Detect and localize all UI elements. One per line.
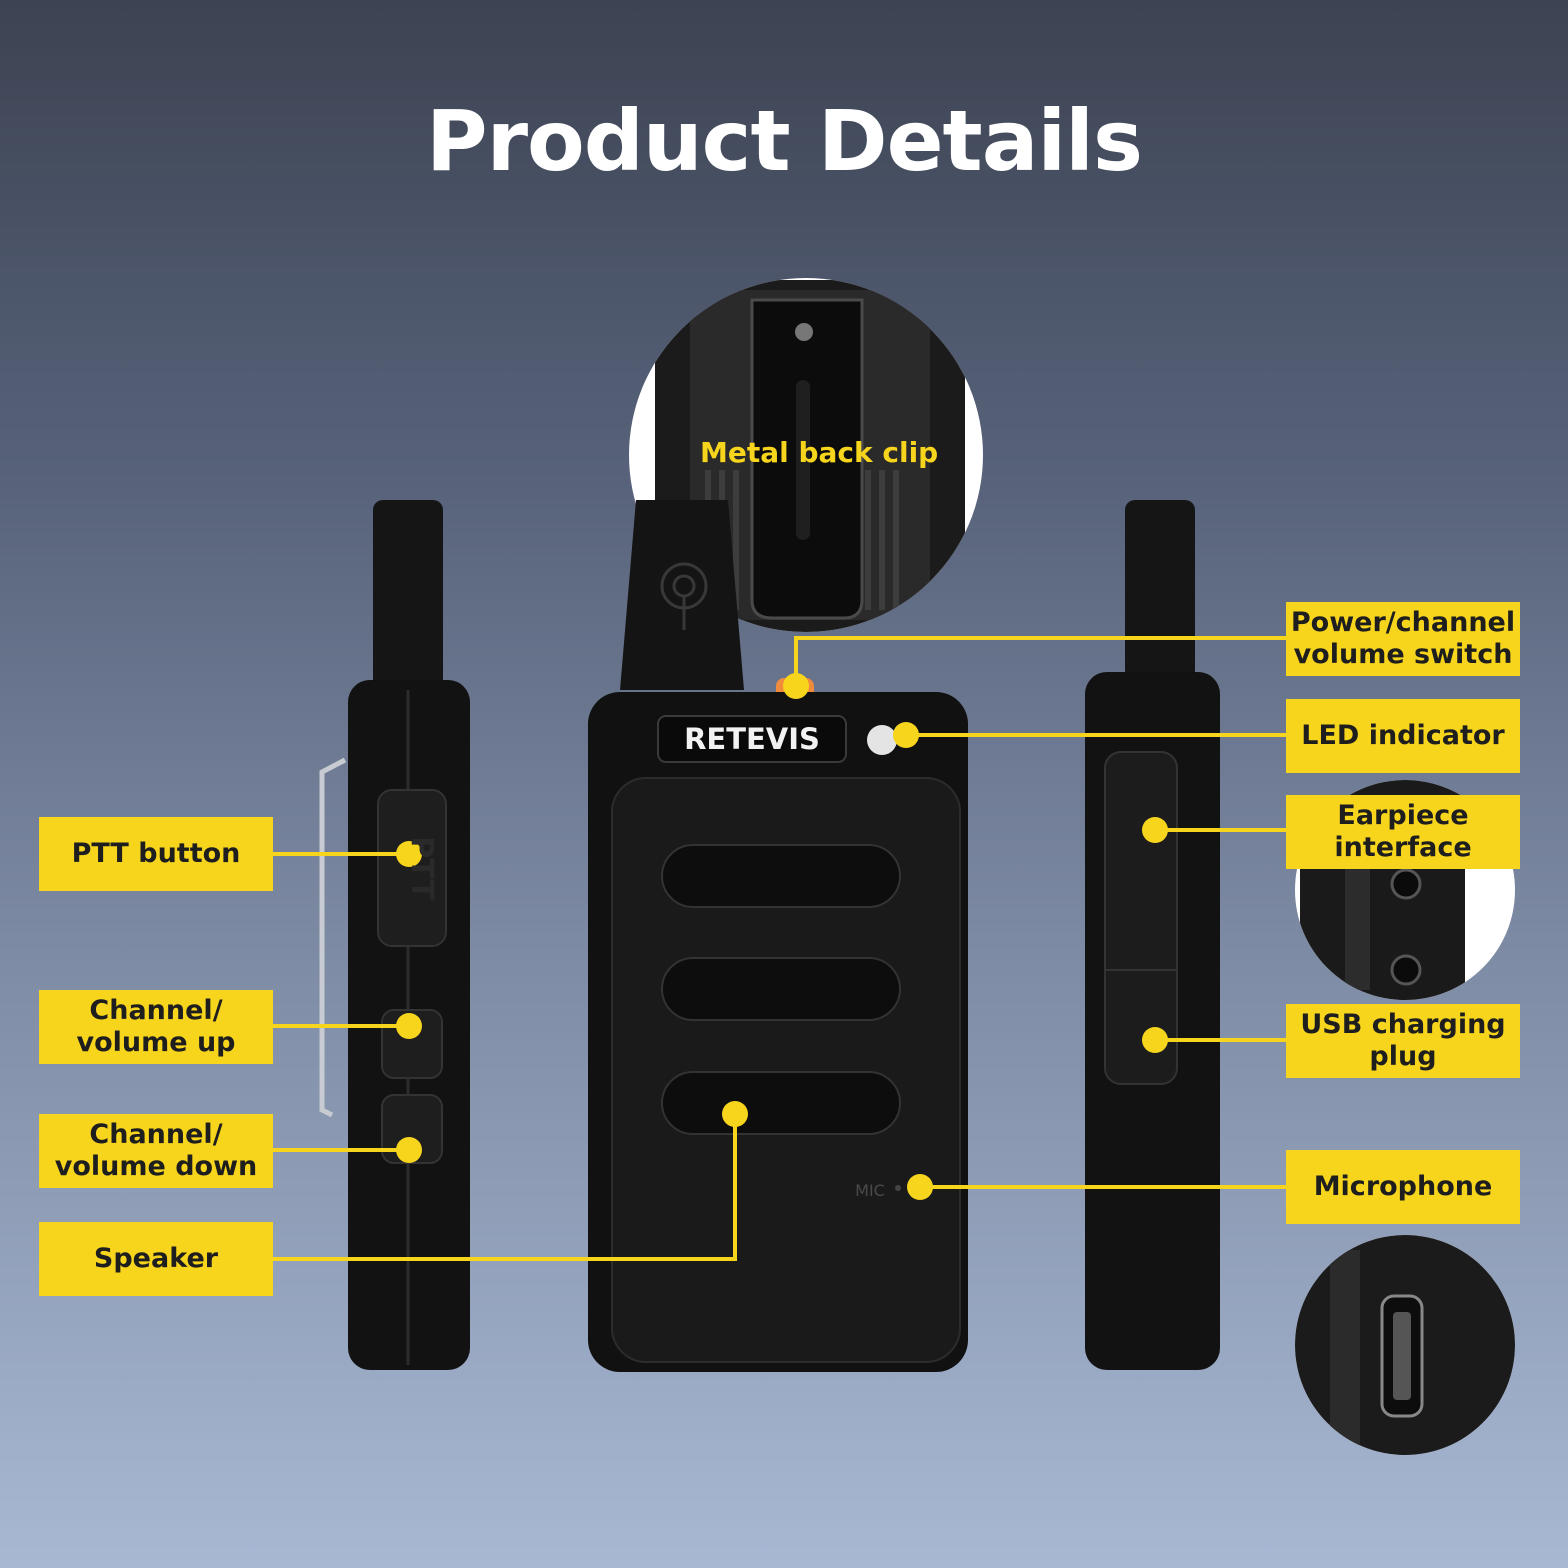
radio-side-left	[319, 500, 470, 1370]
power-switch-label: Power/channel volume switch	[1286, 602, 1520, 676]
brand-logo: RETEVIS	[684, 722, 820, 756]
speaker-label: Speaker	[39, 1222, 273, 1296]
callout-dots	[396, 673, 1168, 1200]
led-indicator-label: LED indicator	[1286, 699, 1520, 773]
channel-down-label: Channel/ volume down	[39, 1114, 273, 1188]
page-title: Product Details	[426, 92, 1143, 190]
mic-mark: MIC	[855, 1181, 885, 1200]
usb-charging-label: USB charging plug	[1286, 1004, 1520, 1078]
ptt-button-label: PTT button	[39, 817, 273, 891]
usb-zoom-circle	[1295, 1235, 1515, 1455]
radio-front	[588, 500, 968, 1372]
callout-lines	[273, 636, 1286, 1261]
ptt-mark: PTT	[404, 836, 439, 900]
radio-side-right	[1085, 500, 1220, 1370]
channel-up-label: Channel/ volume up	[39, 990, 273, 1064]
back-clip-label: Metal back clip	[700, 436, 939, 469]
microphone-label: Microphone	[1286, 1150, 1520, 1224]
earpiece-label: Earpiece interface	[1286, 795, 1520, 869]
